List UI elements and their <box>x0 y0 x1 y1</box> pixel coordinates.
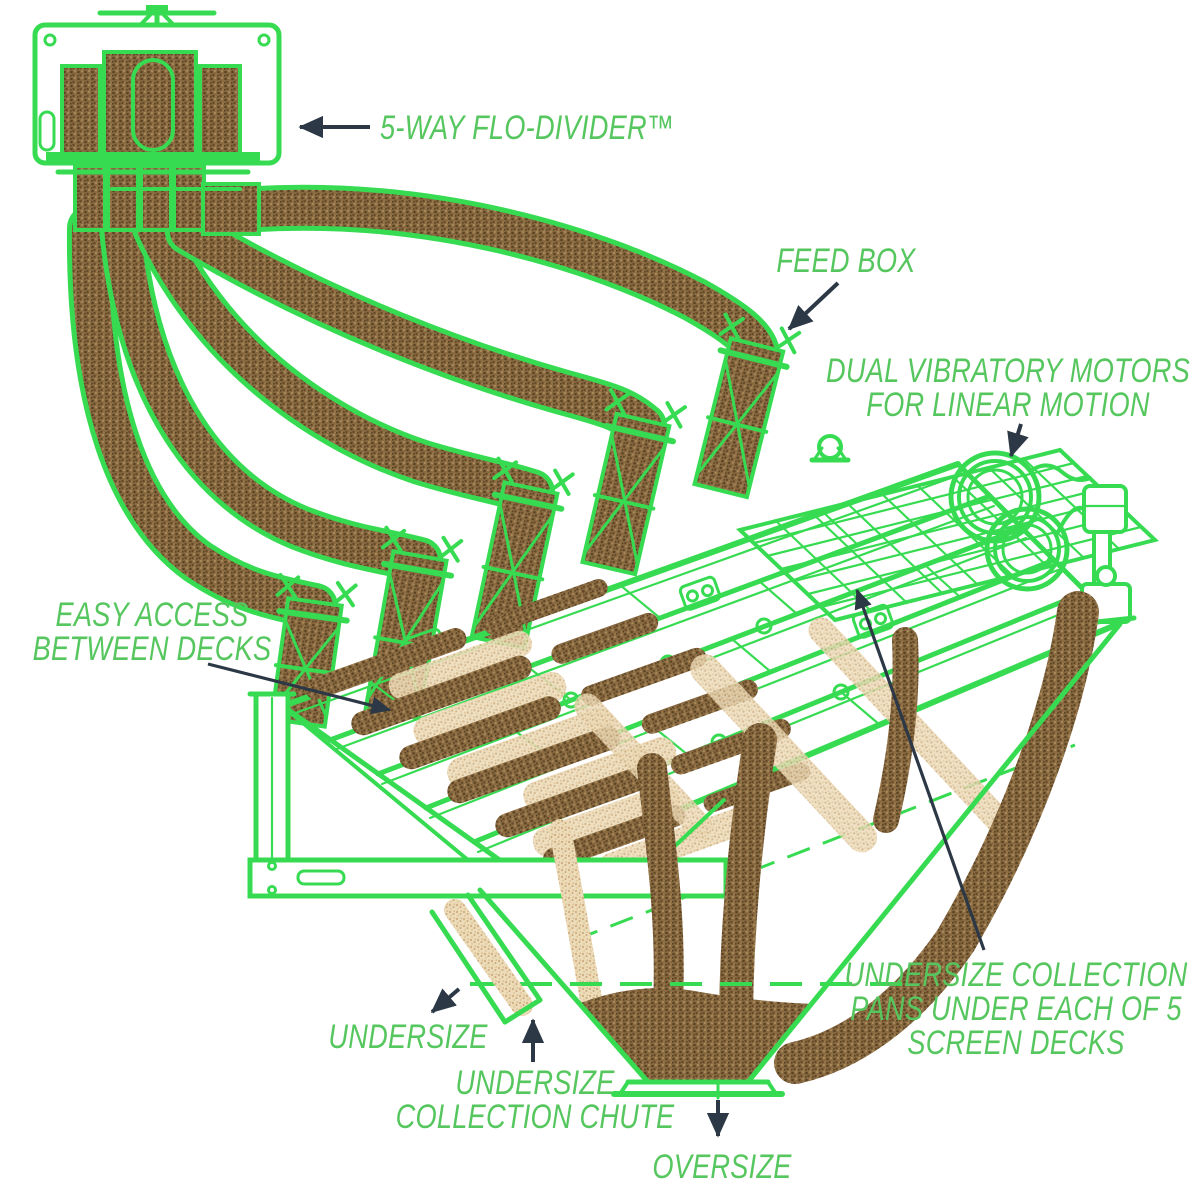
callout-undersize: UNDERSIZE <box>328 987 488 1056</box>
callout-flo-divider: 5-WAY FLO-DIVIDER™ <box>298 108 674 147</box>
callout-undersize-pans: UNDERSIZE COLLECTION PANS UNDER EACH OF … <box>844 588 1188 1062</box>
flo-divider-unit <box>32 5 282 236</box>
lifting-lug <box>809 434 851 463</box>
collection-funnel <box>470 621 1123 1100</box>
callouts: 5-WAY FLO-DIVIDER™ FEED BOX DUAL VIBRATO… <box>33 108 1190 1186</box>
motor-cable <box>1056 505 1084 534</box>
label-oversize: OVERSIZE <box>652 1147 792 1186</box>
divider-outlet-stub <box>172 164 206 232</box>
label-feed-box: FEED BOX <box>776 241 916 280</box>
deck-material <box>305 579 1022 881</box>
label-undersize-pans-2: PANS UNDER EACH OF 5 <box>850 989 1182 1028</box>
label-undersize-chute-2: COLLECTION CHUTE <box>396 1097 675 1136</box>
support-stand <box>247 691 729 899</box>
funnel-pool <box>578 988 813 1080</box>
callout-feed-box: FEED BOX <box>776 241 917 331</box>
label-undersize-pans-1: UNDERSIZE COLLECTION <box>844 955 1188 994</box>
divider-outlet-stub <box>73 164 107 232</box>
label-dual-motors-2: FOR LINEAR MOTION <box>866 385 1150 424</box>
callout-undersize-chute: UNDERSIZE COLLECTION CHUTE <box>396 1018 675 1136</box>
feed-box-1 <box>692 312 802 500</box>
easy-access-arrow <box>207 662 392 715</box>
label-easy-access-1: EASY ACCESS <box>56 595 249 634</box>
feed-box-2 <box>580 388 687 577</box>
screen-machine <box>247 434 1160 942</box>
feed-box-3 <box>469 456 575 651</box>
flow-tubes <box>66 184 780 629</box>
motor-2 <box>984 506 1070 592</box>
divider-outlet-stub <box>106 164 140 232</box>
undersize-pans-arrow <box>854 588 986 951</box>
label-flo-divider: 5-WAY FLO-DIVIDER™ <box>380 108 674 147</box>
dual-motors-arrow <box>1007 423 1029 458</box>
label-undersize-chute-1: UNDERSIZE <box>455 1063 614 1102</box>
callout-oversize: OVERSIZE <box>652 1100 792 1186</box>
label-dual-motors-1: DUAL VIBRATORY MOTORS <box>826 351 1190 390</box>
label-easy-access-2: BETWEEN DECKS <box>33 629 272 668</box>
label-undersize: UNDERSIZE <box>328 1017 487 1056</box>
vibratory-motors <box>948 450 1137 627</box>
callout-easy-access: EASY ACCESS BETWEEN DECKS <box>33 595 392 715</box>
feed-box-arrow <box>787 281 840 331</box>
undersize-side-chute <box>429 892 543 1025</box>
divider-side-slot <box>38 110 56 152</box>
label-undersize-pans-3: SCREEN DECKS <box>907 1023 1125 1062</box>
deck-clamp <box>678 575 722 611</box>
callout-dual-motors: DUAL VIBRATORY MOTORS FOR LINEAR MOTION <box>826 351 1190 458</box>
undersize-arrow <box>430 987 461 1014</box>
divider-outlet-junction <box>201 182 261 236</box>
divider-center-pipe <box>131 58 175 152</box>
motor-cable <box>1030 463 1092 482</box>
divider-outlet-stub <box>139 164 173 232</box>
